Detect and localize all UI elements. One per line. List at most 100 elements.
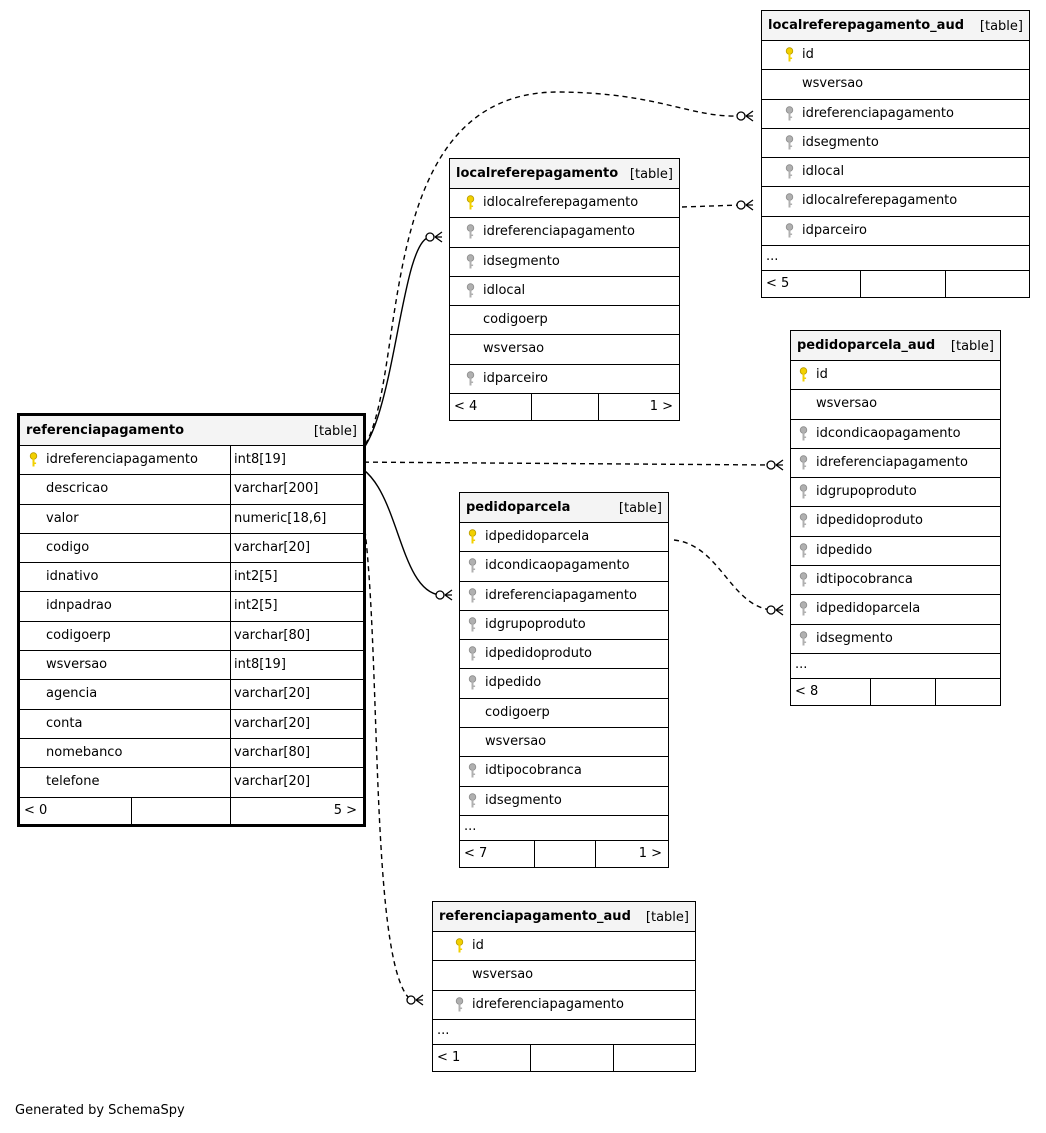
column-name: idreferenciapagamento xyxy=(802,105,954,121)
table-kind: [table] xyxy=(979,19,1023,34)
column-row: wsversao xyxy=(450,335,679,365)
column-name: agencia xyxy=(46,686,98,702)
foreign-key-icon xyxy=(455,996,464,1013)
foreign-key-icon xyxy=(466,253,475,270)
column-row: id xyxy=(433,932,695,962)
more-columns: ... xyxy=(791,654,1000,679)
parent-count: < 0 xyxy=(24,802,48,818)
foreign-key-icon xyxy=(466,371,475,387)
table-header: pedidoparcela[table] xyxy=(460,493,668,523)
foreign-key-icon xyxy=(785,105,794,122)
column-name: wsversao xyxy=(483,341,545,357)
column-type: varchar[80] xyxy=(230,621,345,651)
column-row: idgrupoproduto xyxy=(791,478,1000,508)
column-row: idreferenciapagamento xyxy=(450,218,679,248)
primary-key-icon xyxy=(468,529,477,545)
column-type: varchar[20] xyxy=(230,768,345,797)
column-name: idgrupoproduto xyxy=(816,484,917,500)
column-row: idpedidoproduto xyxy=(791,507,1000,537)
column-row: wsversao xyxy=(762,70,1029,100)
column-row: idsegmento xyxy=(460,787,668,816)
column-name: idpedidoproduto xyxy=(816,513,923,529)
column-row: wsversao xyxy=(791,390,1000,420)
column-row: idparceiro xyxy=(450,365,679,395)
column-row: idpedidoparcela xyxy=(460,523,668,553)
column-type: varchar[20] xyxy=(230,533,345,563)
foreign-key-icon xyxy=(799,630,808,647)
foreign-key-icon xyxy=(799,425,808,442)
table-referenciapagamento[interactable]: referenciapagamento[table]idreferenciapa… xyxy=(17,413,366,827)
column-name: idcondicaopagamento xyxy=(485,558,630,574)
table-header: referenciapagamento_aud[table] xyxy=(433,902,695,932)
foreign-key-icon xyxy=(468,646,477,662)
table-name: localreferepagamento_aud xyxy=(768,18,965,33)
column-name: id xyxy=(472,938,484,953)
column-type: int2[5] xyxy=(230,592,345,621)
foreign-key-icon xyxy=(468,792,477,809)
column-name: idcondicaopagamento xyxy=(816,425,961,441)
foreign-key-icon xyxy=(799,513,808,529)
table-name: pedidoparcela_aud xyxy=(797,338,936,353)
column-row: codigoerp xyxy=(450,306,679,336)
column-name: idnpadrao xyxy=(46,598,112,614)
table-header: pedidoparcela_aud [table] xyxy=(791,331,1000,361)
parent-count: < 4 xyxy=(454,399,478,415)
column-name: idpedidoparcela xyxy=(485,529,590,544)
column-row: codigoerp xyxy=(460,699,668,729)
column-name: conta xyxy=(46,715,83,731)
column-row: conta varchar[20] xyxy=(20,709,363,739)
column-row: idreferenciapagamento xyxy=(433,991,695,1020)
column-row: id xyxy=(762,41,1029,71)
column-row: descricao varchar[200] xyxy=(20,475,363,505)
column-name: codigoerp xyxy=(483,312,548,328)
table-footer: < 0 5 > xyxy=(20,797,363,824)
child-count: 1 > xyxy=(649,399,673,415)
column-type: int8[19] xyxy=(230,446,345,475)
table-name: localreferepagamento xyxy=(456,166,619,181)
column-name: descricao xyxy=(46,481,109,497)
column-row: idpedido xyxy=(460,669,668,699)
column-row: wsversao xyxy=(460,728,668,758)
column-name: codigoerp xyxy=(485,704,550,720)
table-localreferepagamento[interactable]: localreferepagamento[table]idlocalrefere… xyxy=(449,158,680,422)
column-row: idreferenciapagamento xyxy=(460,582,668,611)
column-type: varchar[20] xyxy=(230,709,345,738)
column-name: valor xyxy=(46,510,79,526)
generated-by-note: Generated by SchemaSpy xyxy=(15,1103,185,1118)
parent-count: < 1 xyxy=(437,1049,461,1065)
foreign-key-icon xyxy=(468,675,477,691)
column-type: varchar[200] xyxy=(230,475,345,504)
more-columns: ... xyxy=(433,1020,695,1045)
foreign-key-icon xyxy=(468,558,477,574)
table-kind: [table] xyxy=(618,501,662,516)
table-kind: [table] xyxy=(645,910,689,925)
table-header: localreferepagamento_aud [table] xyxy=(762,11,1029,41)
column-name: idlocalreferepagamento xyxy=(802,193,958,209)
table-pedidoparcela[interactable]: pedidoparcela[table] idpedidoparcela idcon… xyxy=(459,492,669,868)
table-kind: [table] xyxy=(950,339,994,354)
table-referenciapagamento-aud[interactable]: referenciapagamento_aud[table]id wsversao… xyxy=(432,901,696,1072)
child-count: 5 > xyxy=(333,802,357,818)
column-name: idsegmento xyxy=(816,630,893,646)
column-row: idlocalreferepagamento xyxy=(762,187,1029,217)
column-type: int2[5] xyxy=(230,563,345,592)
column-row: idreferenciapagamento xyxy=(762,100,1029,129)
column-name: wsversao xyxy=(46,657,108,673)
foreign-key-icon xyxy=(785,164,794,180)
column-name: codigo xyxy=(46,539,90,555)
table-kind: [table] xyxy=(629,167,673,182)
foreign-key-icon xyxy=(799,484,808,500)
foreign-key-icon xyxy=(466,224,475,240)
column-row: wsversao xyxy=(433,961,695,991)
table-footer: < 1 xyxy=(433,1044,695,1071)
